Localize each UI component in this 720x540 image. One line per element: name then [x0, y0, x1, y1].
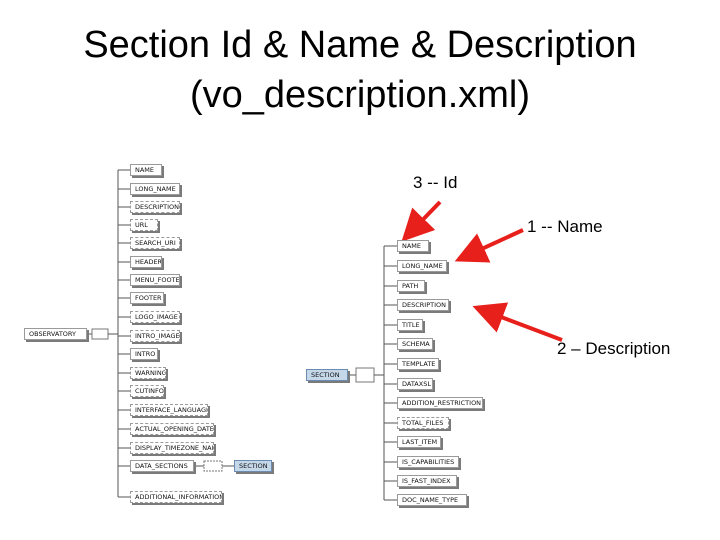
slide-title-line-2: (vo_description.xml): [190, 74, 530, 116]
left-node-logo-image[interactable]: LOGO_IMAGE: [130, 311, 180, 323]
annotation-description-label: 2 – Description: [557, 339, 671, 358]
left-node-data-sections[interactable]: DATA_SECTIONS: [130, 460, 194, 472]
right-node-long-name[interactable]: LONG_NAME: [397, 260, 447, 272]
left-node-warning[interactable]: WARNING: [130, 367, 166, 379]
annotation-name-label: 1 -- Name: [527, 217, 603, 236]
right-node-addition-restriction[interactable]: ADDITION_RESTRICTION: [397, 397, 483, 409]
left-node-intro[interactable]: INTRO: [130, 348, 158, 360]
right-node-is-fast-index[interactable]: IS_FAST_INDEX: [397, 475, 457, 487]
arrow-to-description: [472, 302, 563, 342]
right-node-title[interactable]: TITLE: [397, 319, 423, 331]
left-root-node[interactable]: OBSERVATORY: [24, 328, 87, 340]
arrow-to-id: [401, 200, 442, 242]
left-node-description[interactable]: DESCRIPTION: [130, 201, 180, 213]
right-node-is-capabilities[interactable]: IS_CAPABILITIES: [397, 456, 459, 468]
left-node-cutinfo[interactable]: CUTINFO: [130, 385, 164, 397]
left-node-menu-footer[interactable]: MENU_FOOTER: [130, 274, 180, 286]
right-node-name[interactable]: NAME: [397, 240, 429, 252]
left-node-actual-opening-date[interactable]: ACTUAL_OPENING_DATE: [130, 423, 214, 435]
left-node-display-timezone-name[interactable]: DISPLAY_TIMEZONE_NAME: [130, 442, 214, 454]
left-node-url[interactable]: URL: [130, 219, 158, 231]
left-node-header[interactable]: HEADER: [130, 256, 162, 268]
left-node-name[interactable]: NAME: [130, 164, 162, 176]
left-node-search-uri[interactable]: SEARCH_URI: [130, 237, 180, 249]
right-node-schema[interactable]: SCHEMA: [397, 338, 433, 350]
left-node-long-name[interactable]: LONG_NAME: [130, 183, 180, 195]
right-node-description[interactable]: DESCRIPTION: [397, 299, 449, 311]
right-node-template[interactable]: TEMPLATE: [397, 358, 439, 370]
left-linked-section-node[interactable]: SECTION: [234, 460, 272, 472]
slide-title-line-1: Section Id & Name & Description: [83, 24, 637, 66]
arrow-to-name: [454, 228, 524, 263]
right-node-path[interactable]: PATH: [397, 280, 425, 292]
right-node-doc-name-type[interactable]: DOC_NAME_TYPE: [397, 494, 467, 506]
right-node-last-item[interactable]: LAST_ITEM: [397, 436, 441, 448]
left-node-intro-image[interactable]: INTRO_IMAGE: [130, 330, 180, 342]
left-node-interface-language[interactable]: INTERFACE_LANGUAGE: [130, 404, 208, 416]
annotation-id-label: 3 -- Id: [413, 173, 458, 192]
right-node-dataxsl[interactable]: DATAXSL: [397, 378, 433, 390]
right-node-total-files[interactable]: TOTAL_FILES: [397, 417, 449, 429]
right-root-node[interactable]: SECTION: [306, 369, 348, 381]
left-node-additional-information[interactable]: ADDITIONAL_INFORMATION: [130, 491, 222, 503]
left-node-footer[interactable]: FOOTER: [130, 292, 164, 304]
